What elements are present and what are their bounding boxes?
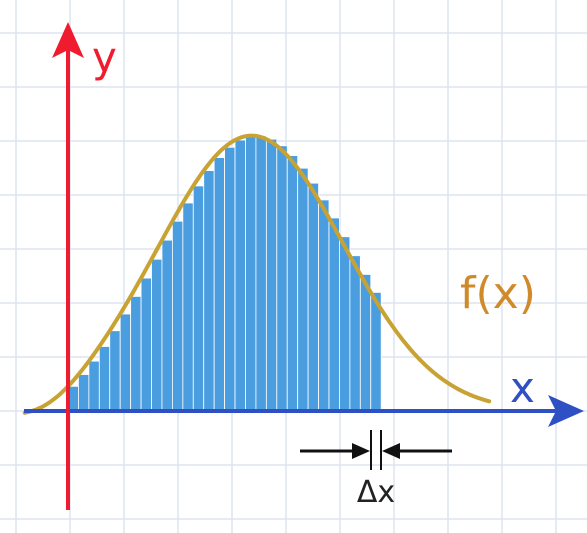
arrow-right-icon [352, 443, 370, 459]
arrow-right-icon [548, 395, 584, 427]
function-label: f(x) [460, 268, 536, 319]
riemann-rectangles [67, 135, 382, 412]
arrow-up-icon [52, 22, 84, 58]
riemann-bar [245, 135, 257, 412]
riemann-bar [109, 330, 121, 412]
x-axis [24, 395, 584, 427]
riemann-bar [213, 157, 226, 412]
riemann-bar [119, 313, 132, 412]
riemann-bar [192, 185, 205, 412]
riemann-bar [140, 277, 152, 412]
riemann-bar [307, 182, 319, 412]
riemann-bar [328, 217, 340, 412]
arrow-left-icon [382, 443, 400, 459]
function-curve [22, 133, 492, 415]
riemann-bar [171, 220, 184, 412]
riemann-bar [359, 274, 372, 412]
riemann-bar [203, 170, 215, 412]
riemann-bar [265, 138, 278, 412]
riemann-bar [349, 255, 361, 412]
riemann-bar [318, 199, 330, 412]
delta-x-label: Δx [357, 475, 395, 510]
y-axis-label: y [92, 33, 117, 82]
riemann-bar [286, 155, 299, 412]
delta-x-indicator: Δx [300, 430, 452, 510]
riemann-bar [130, 296, 142, 412]
x-axis-label: x [510, 363, 535, 412]
riemann-bar [151, 258, 163, 412]
riemann-bar [88, 360, 100, 412]
riemann-bar [255, 135, 267, 412]
riemann-bar [297, 167, 309, 412]
riemann-bar [276, 145, 288, 412]
riemann-bar [224, 146, 236, 412]
riemann-bar [78, 374, 90, 412]
riemann-bar [234, 139, 246, 412]
riemann-bar [161, 239, 173, 412]
riemann-bar [98, 346, 111, 412]
y-axis [52, 22, 84, 510]
riemann-bar [339, 236, 351, 412]
riemann-bar [182, 202, 194, 412]
